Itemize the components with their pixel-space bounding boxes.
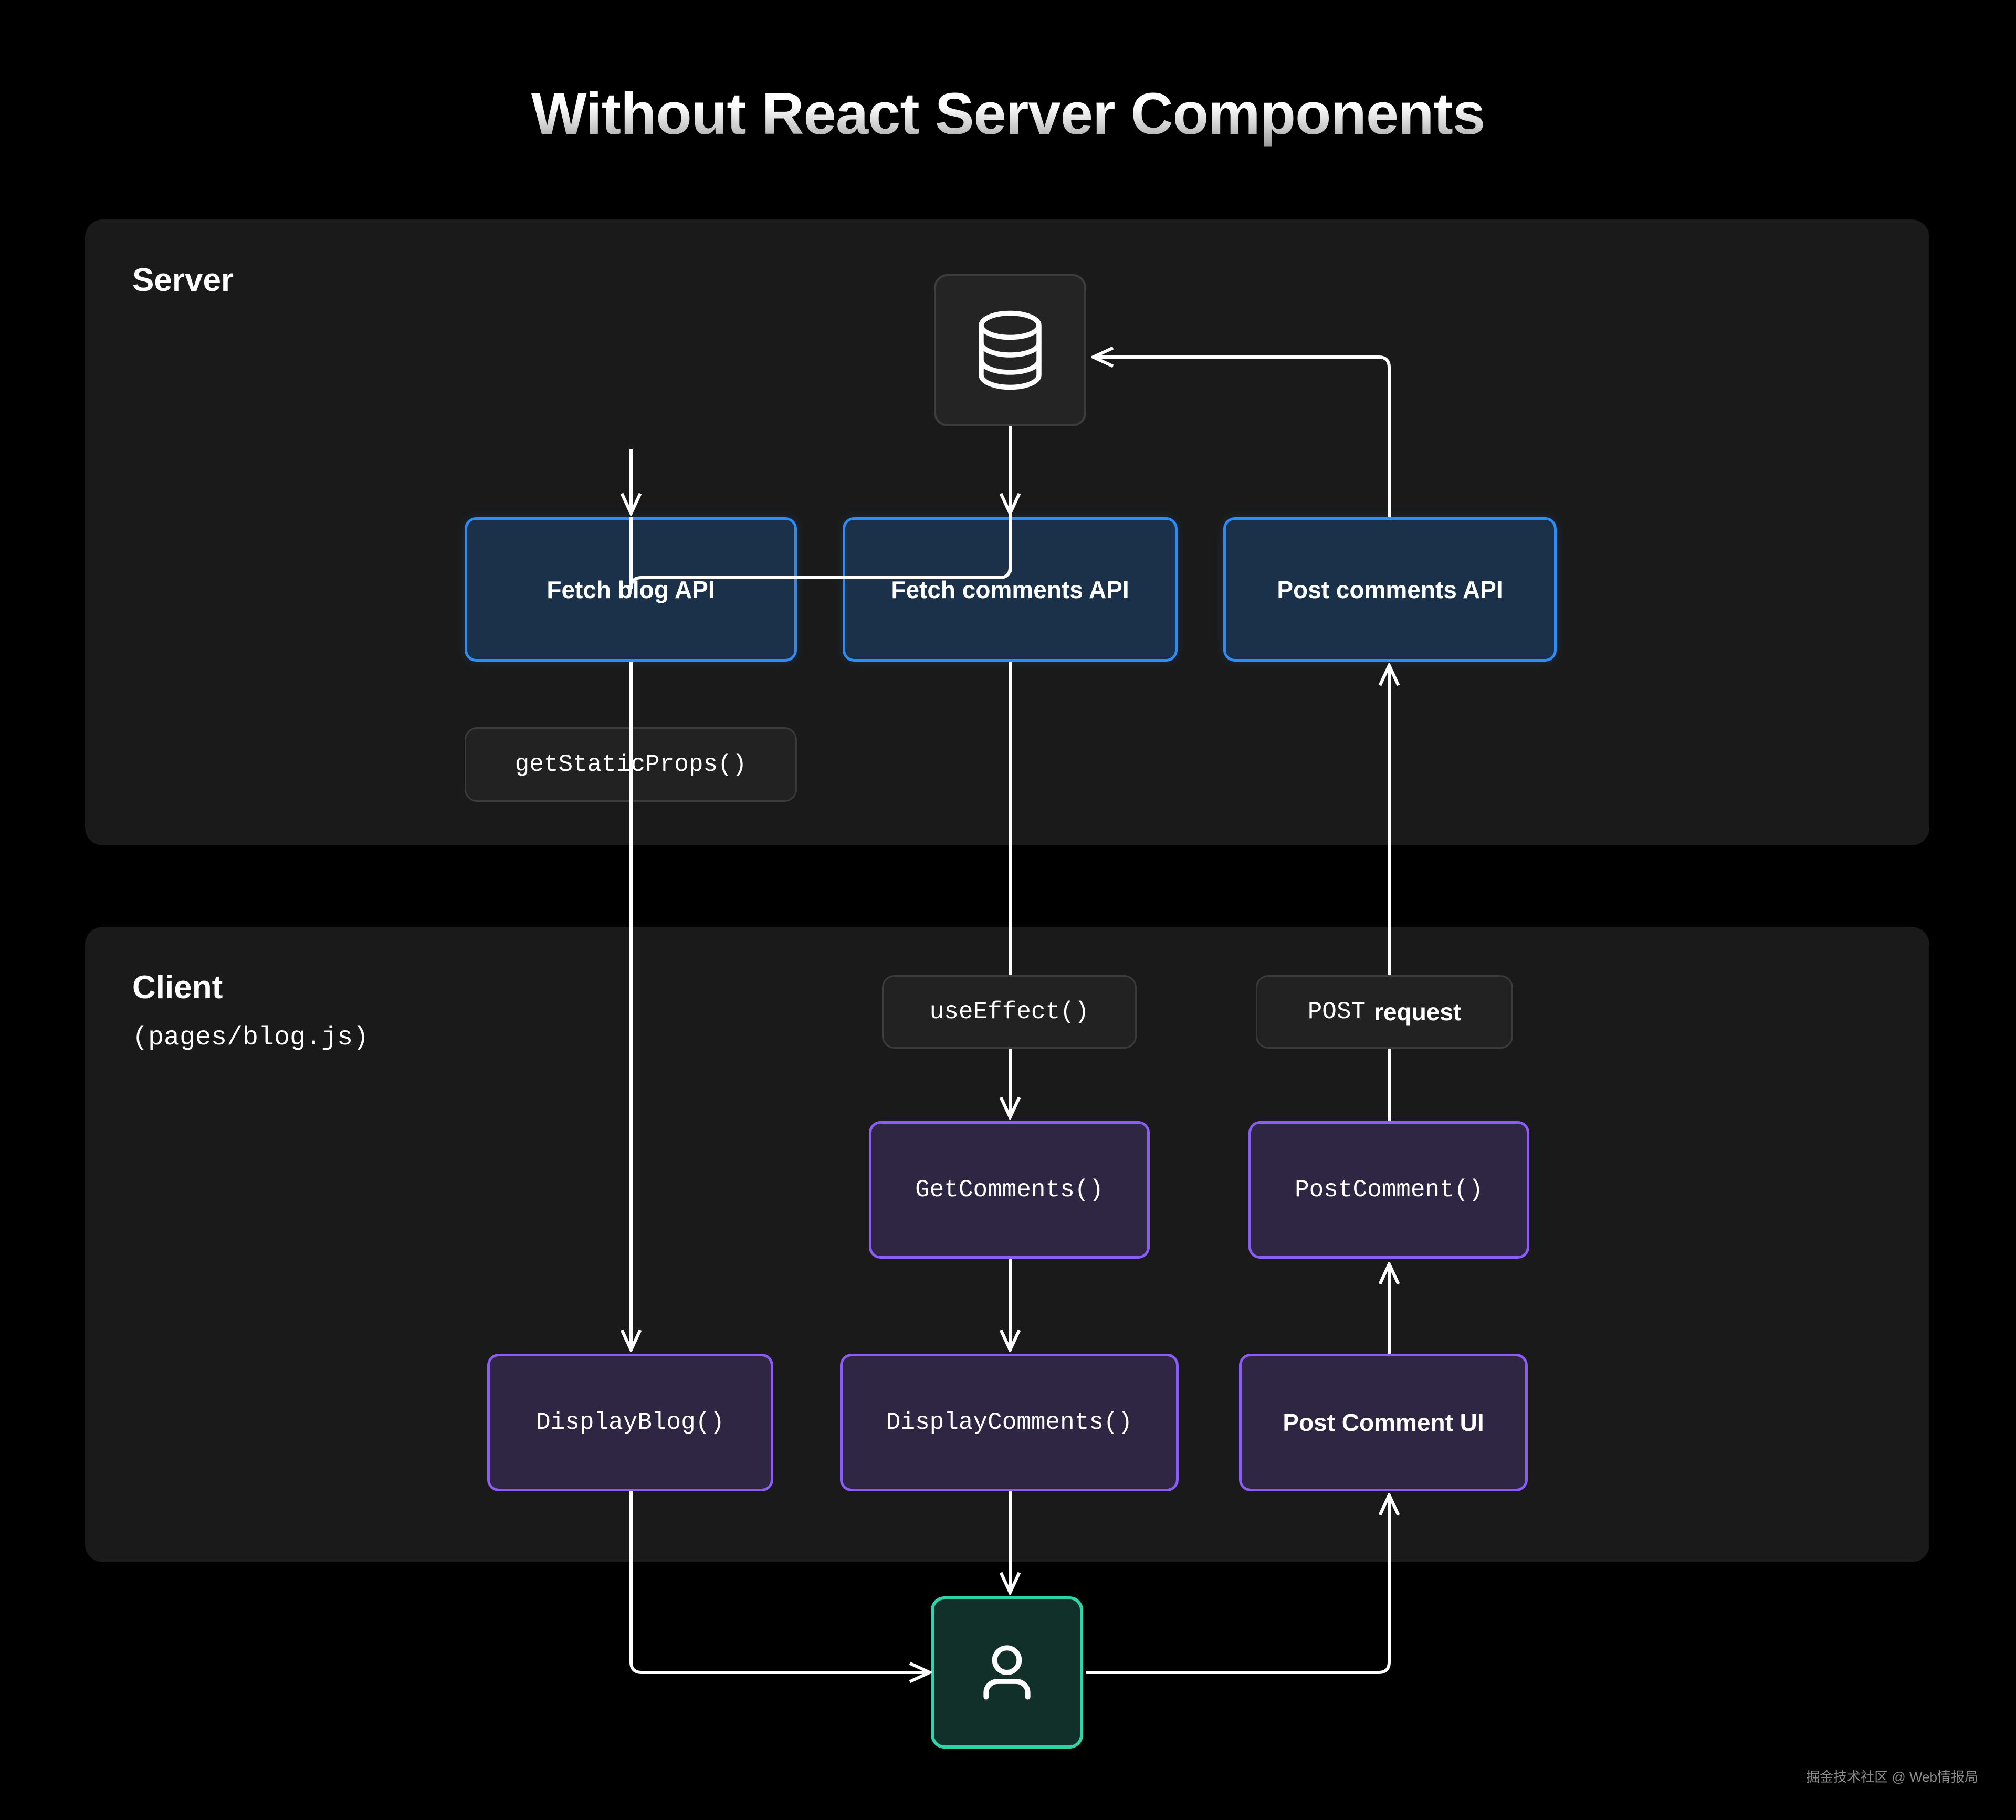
node-label: Fetch blog API xyxy=(547,576,715,603)
pill-label: getStaticProps() xyxy=(514,751,747,778)
node-fetch-blog-api[interactable]: Fetch blog API xyxy=(465,517,797,662)
node-label: DisplayComments() xyxy=(886,1409,1133,1436)
pill-label-emphasis: request xyxy=(1374,998,1462,1026)
page-title: Without React Server Components xyxy=(0,80,2016,148)
pill-use-effect[interactable]: useEffect() xyxy=(882,975,1137,1049)
pill-post-request[interactable]: POST request xyxy=(1256,975,1513,1049)
node-display-comments[interactable]: DisplayComments() xyxy=(840,1354,1179,1491)
node-label: Post comments API xyxy=(1277,576,1503,603)
database-node[interactable] xyxy=(934,274,1086,426)
client-panel-subtitle: (pages/blog.js) xyxy=(132,1023,369,1053)
node-get-comments[interactable]: GetComments() xyxy=(869,1121,1150,1259)
node-post-comment[interactable]: PostComment() xyxy=(1248,1121,1529,1259)
watermark: 掘金技术社区 @ Web情报局 xyxy=(1806,1769,1978,1785)
pill-label: useEffect() xyxy=(929,998,1089,1026)
pill-label: POST xyxy=(1307,998,1366,1026)
user-node[interactable] xyxy=(931,1596,1083,1749)
node-post-comment-ui[interactable]: Post Comment UI xyxy=(1239,1354,1528,1491)
database-icon xyxy=(979,310,1042,390)
user-icon xyxy=(983,1645,1031,1700)
node-label: GetComments() xyxy=(915,1176,1104,1204)
pill-get-static-props[interactable]: getStaticProps() xyxy=(465,727,797,802)
node-fetch-comments-api[interactable]: Fetch comments API xyxy=(843,517,1178,662)
node-post-comments-api[interactable]: Post comments API xyxy=(1223,517,1557,662)
client-panel-title: Client xyxy=(132,969,223,1006)
node-display-blog[interactable]: DisplayBlog() xyxy=(487,1354,773,1491)
node-label: Fetch comments API xyxy=(891,576,1129,603)
node-label: Post Comment UI xyxy=(1283,1409,1484,1436)
node-label: PostComment() xyxy=(1295,1176,1483,1204)
node-label: DisplayBlog() xyxy=(536,1409,724,1436)
server-panel-title: Server xyxy=(132,262,234,298)
